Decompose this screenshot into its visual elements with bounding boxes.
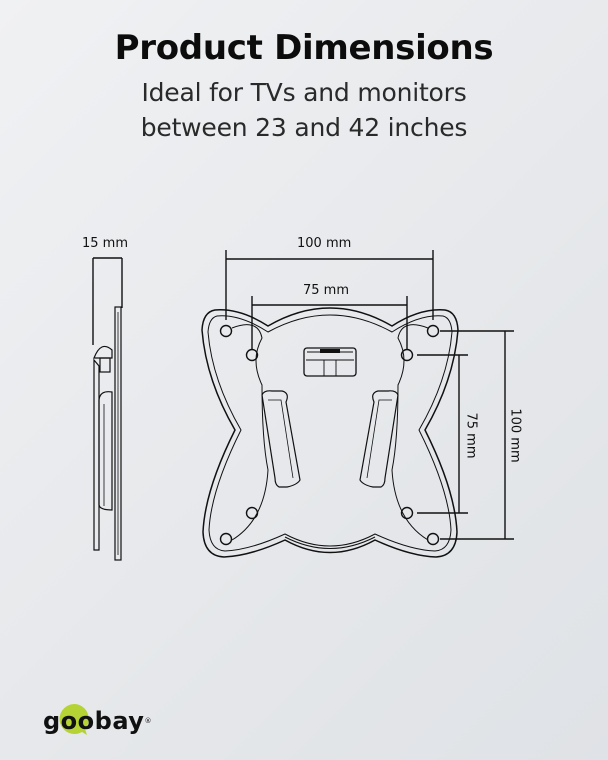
subtitle-line-2: between 23 and 42 inches <box>140 113 468 142</box>
page-title: Product Dimensions <box>114 28 494 68</box>
side-view <box>92 257 123 561</box>
inner-width-dimension-label: 75 mm <box>303 283 350 298</box>
logo-wordmark: goobay <box>43 707 145 735</box>
subtitle-line-1: Ideal for TVs and monitors <box>141 78 467 107</box>
front-view <box>201 250 514 558</box>
speech-bubble-icon <box>59 704 89 735</box>
outer-width-dimension-label: 100 mm <box>297 236 352 251</box>
registered-mark: ® <box>144 717 152 725</box>
inner-height-dimension-label: 75 mm <box>463 412 479 459</box>
goobay-logo: goobay ® <box>43 704 152 736</box>
depth-dimension-label: 15 mm <box>82 236 129 251</box>
outer-height-dimension-label: 100 mm <box>507 408 523 463</box>
